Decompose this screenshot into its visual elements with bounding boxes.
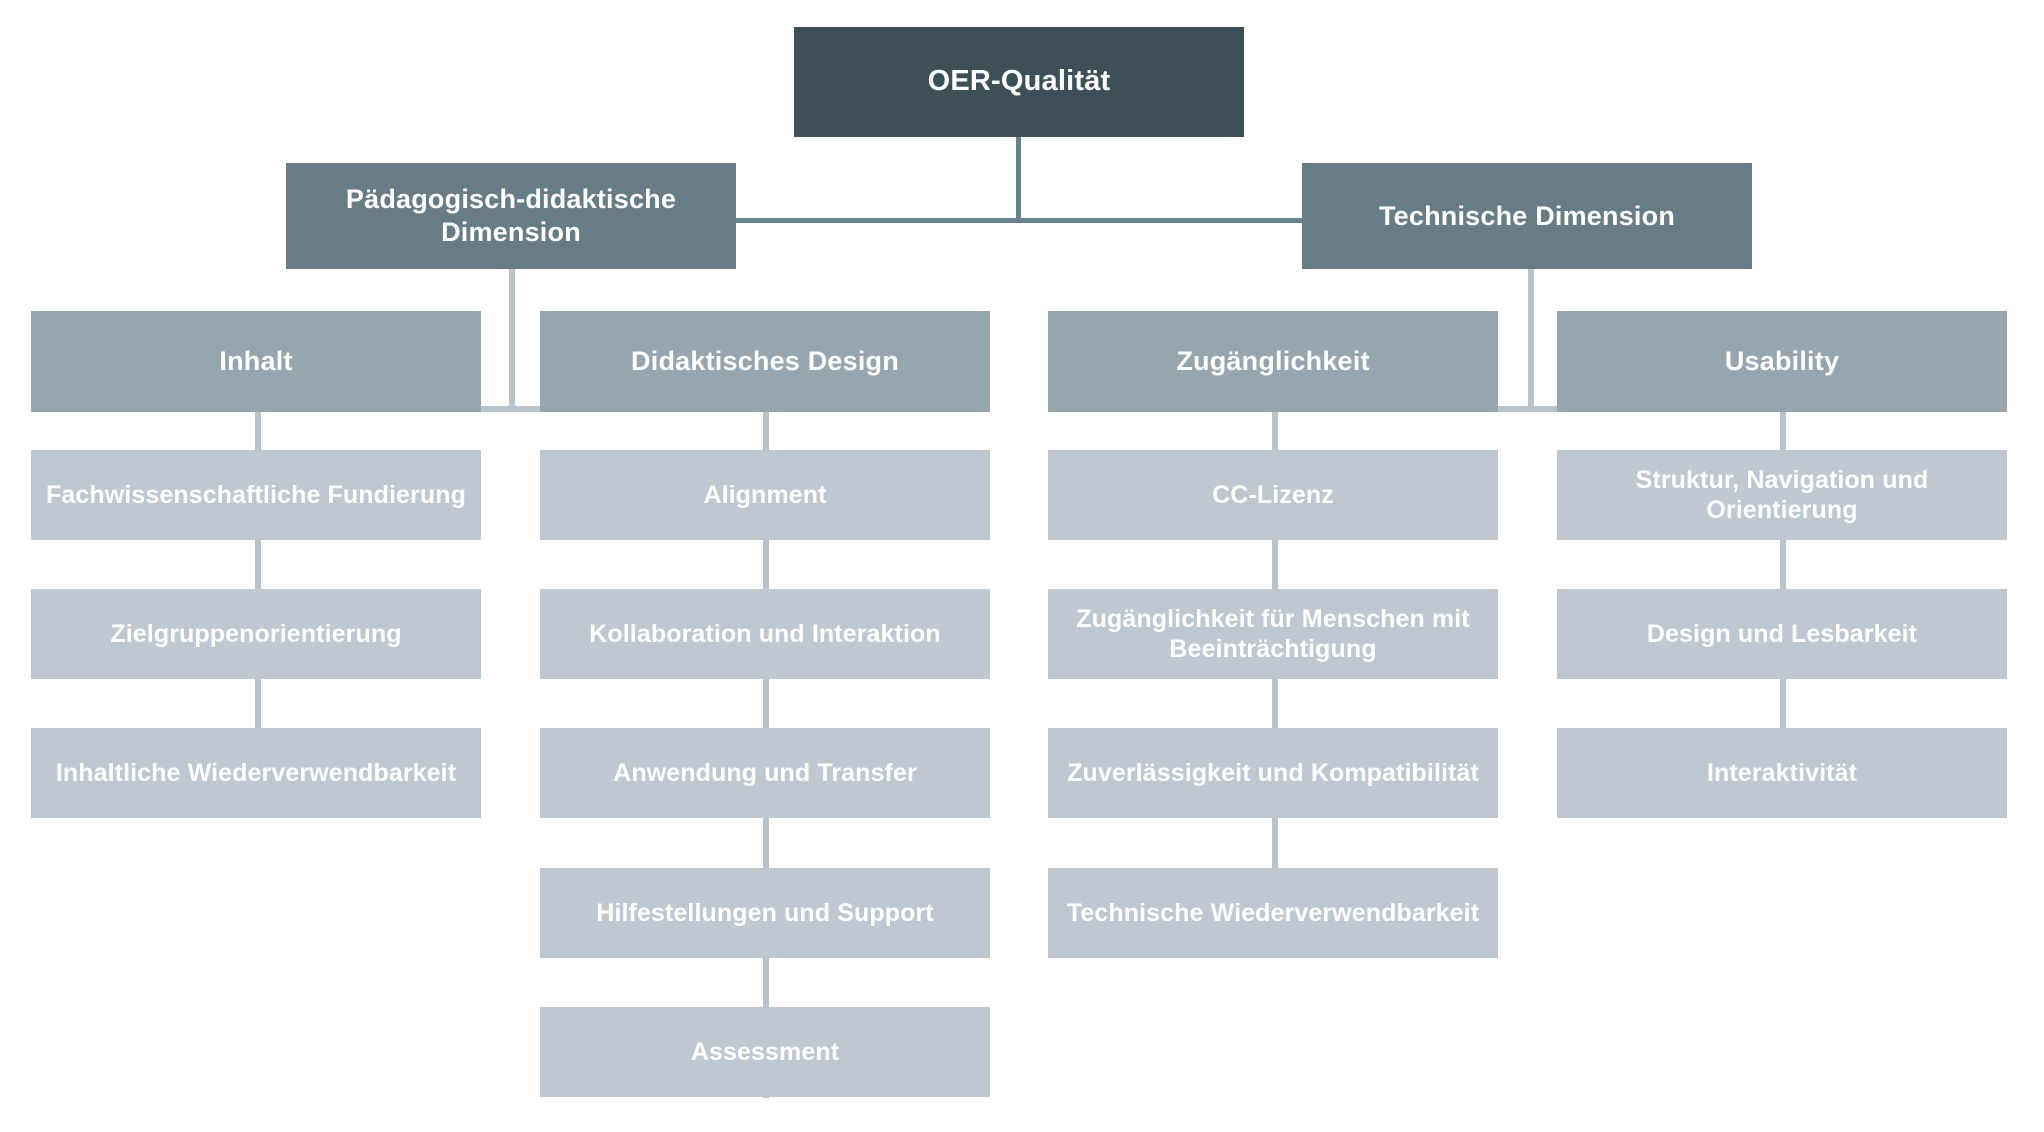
node-leaf-anwendung-und-transfer[interactable]: Anwendung und Transfer [540, 728, 990, 818]
node-leaf-alignment[interactable]: Alignment [540, 450, 990, 540]
node-leaf-kollaboration-und-interaktion[interactable]: Kollaboration und Interaktion [540, 589, 990, 679]
connector-dimension-bus [735, 218, 1302, 223]
node-category-inhalt[interactable]: Inhalt [31, 311, 481, 412]
node-leaf-zugaenglichkeit-fuer-menschen-mit-beeintraechtigung[interactable]: Zugänglichkeit für Menschen mit Beeinträ… [1048, 589, 1498, 679]
connector-left-category-bus [258, 406, 765, 412]
node-leaf-cc-lizenz[interactable]: CC-Lizenz [1048, 450, 1498, 540]
node-leaf-assessment[interactable]: Assessment [540, 1007, 990, 1097]
node-leaf-fachwissenschaftliche-fundierung[interactable]: Fachwissenschaftliche Fundierung [31, 450, 481, 540]
node-leaf-zielgruppenorientierung[interactable]: Zielgruppenorientierung [31, 589, 481, 679]
connector-right-category-bus [1276, 406, 1783, 412]
node-dimension-paedagogisch-didaktisch[interactable]: Pädagogisch-didaktische Dimension [286, 163, 736, 269]
node-leaf-interaktivitaet[interactable]: Interaktivität [1557, 728, 2007, 818]
node-leaf-struktur-navigation-und-orientierung[interactable]: Struktur, Navigation und Orientierung [1557, 450, 2007, 540]
connector-right-dimension-stem [1528, 268, 1534, 412]
connector-root-stem [1016, 136, 1021, 222]
connector-column-zugaenglichkeit [1272, 408, 1278, 958]
node-leaf-inhaltliche-wiederverwendbarkeit[interactable]: Inhaltliche Wiederverwendbarkeit [31, 728, 481, 818]
node-category-zugaenglichkeit[interactable]: Zugänglichkeit [1048, 311, 1498, 412]
node-leaf-technische-wiederverwendbarkeit[interactable]: Technische Wiederverwendbarkeit [1048, 868, 1498, 958]
node-root-oer-qualitaet[interactable]: OER-Qualität [794, 27, 1244, 137]
connector-left-dimension-stem [509, 268, 515, 412]
node-leaf-zuverlaessigkeit-und-kompatibilitaet[interactable]: Zuverlässigkeit und Kompatibilität [1048, 728, 1498, 818]
node-leaf-hilfestellungen-und-support[interactable]: Hilfestellungen und Support [540, 868, 990, 958]
node-dimension-technisch[interactable]: Technische Dimension [1302, 163, 1752, 269]
node-category-didaktisches-design[interactable]: Didaktisches Design [540, 311, 990, 412]
node-category-usability[interactable]: Usability [1557, 311, 2007, 412]
node-leaf-design-und-lesbarkeit[interactable]: Design und Lesbarkeit [1557, 589, 2007, 679]
